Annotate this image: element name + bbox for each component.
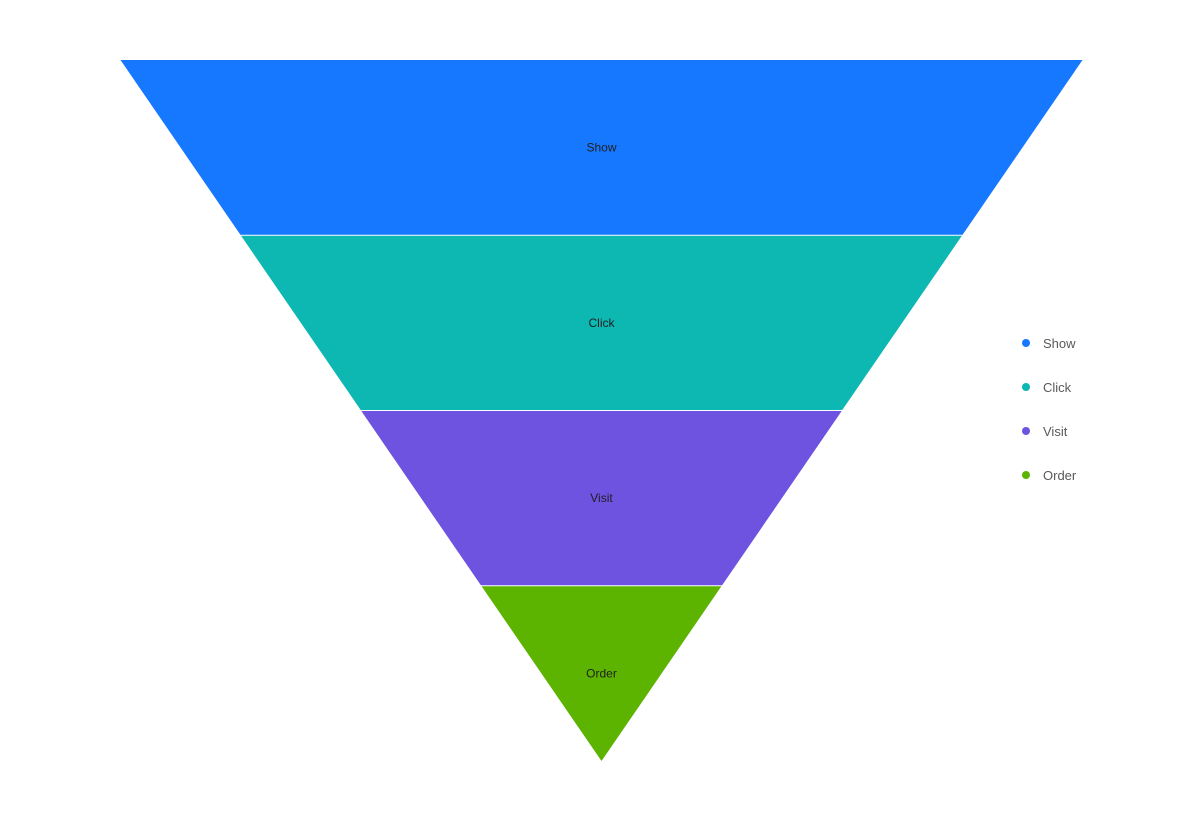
funnel-segment-visit[interactable] [361,411,842,586]
funnel-label-order: Order [586,666,617,680]
legend-marker-visit [1022,427,1030,435]
legend-label-click: Click [1043,379,1072,395]
legend-item-show[interactable]: Show [1018,333,1168,353]
funnel-segment-show[interactable] [120,60,1083,235]
legend-item-visit[interactable]: Visit [1018,421,1168,441]
funnel-segments [120,60,1083,761]
legend-item-click[interactable]: Click [1018,377,1168,397]
legend-marker-order [1022,471,1030,479]
legend-label-visit: Visit [1043,423,1068,439]
legend-label-show: Show [1043,335,1076,351]
legend: Show Click Visit Order [1018,333,1168,509]
funnel-label-click: Click [589,316,616,330]
funnel-segment-order[interactable] [481,586,722,761]
legend-item-order[interactable]: Order [1018,465,1168,485]
legend-marker-show [1022,339,1030,347]
funnel-segment-click[interactable] [241,235,962,410]
funnel-label-visit: Visit [590,491,613,505]
legend-marker-click [1022,383,1030,391]
funnel-label-show: Show [586,141,616,155]
legend-label-order: Order [1043,467,1077,483]
